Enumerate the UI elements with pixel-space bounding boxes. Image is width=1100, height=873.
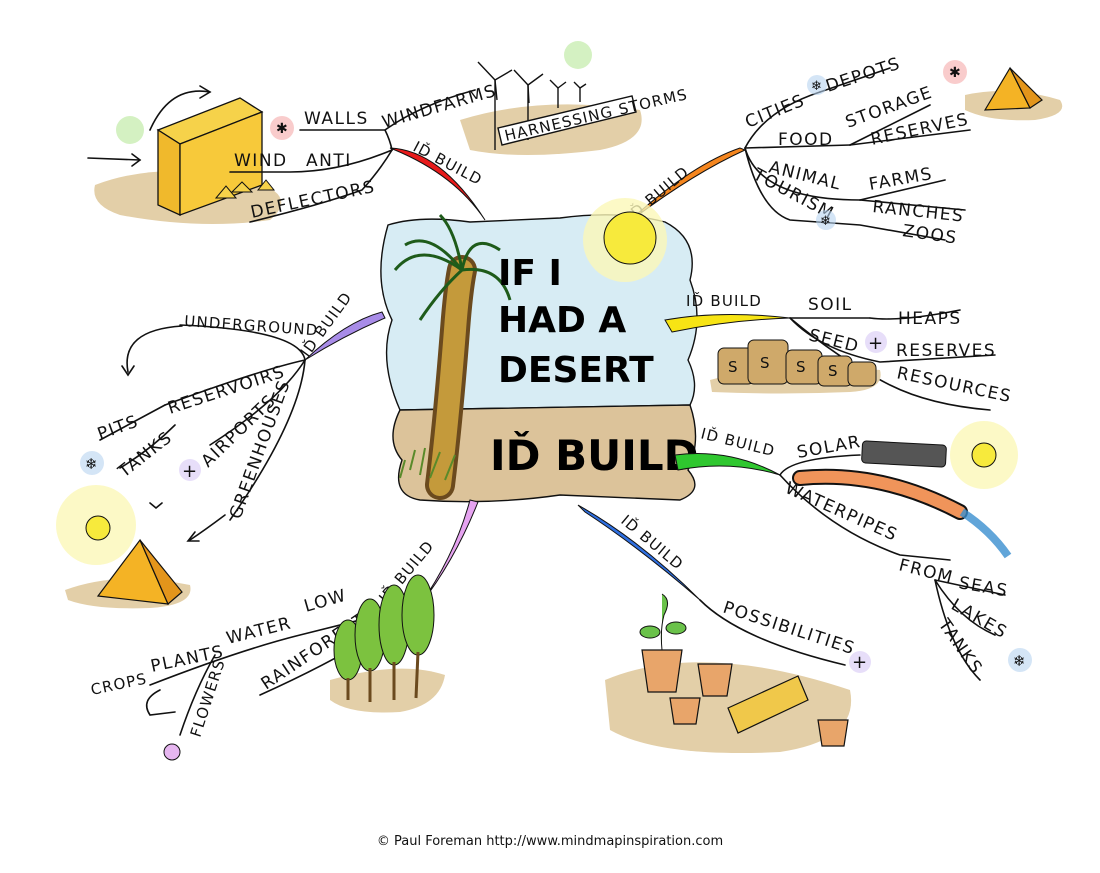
node-pits: PITS	[95, 411, 142, 444]
node-low: LOW	[302, 586, 349, 617]
node-cities: CITIES	[742, 91, 808, 133]
wall-illustration: ✱	[87, 85, 294, 224]
node-zoos: ZOOS	[901, 221, 958, 248]
plus-icon: +	[868, 333, 883, 354]
copyright-credit: © Paul Foreman http://www.mindmapinspira…	[376, 834, 724, 849]
central-title-line-1: IF I	[498, 253, 562, 294]
node-food: FOOD	[778, 130, 834, 150]
waterpipe-illustration	[792, 468, 1012, 559]
node-water: WATER	[224, 613, 293, 649]
branch-walls	[389, 147, 486, 221]
central-subtitle: IĎ BUILD	[490, 430, 698, 480]
node-anti: ANTI	[306, 151, 352, 171]
plus-icon: +	[852, 652, 867, 673]
node-underground: UNDERGROUND	[184, 312, 319, 339]
node-seas: SEAS	[957, 573, 1010, 601]
node-walls: WALLS	[304, 109, 369, 129]
rainforest-illustration	[330, 574, 445, 713]
node-soil: SOIL	[808, 295, 853, 315]
node-reserves-soil: RESERVES	[896, 341, 996, 361]
snowflake-icon: ❄	[85, 455, 98, 473]
bag-label: S	[796, 358, 807, 376]
pyramid-top-right: ✱	[943, 60, 1063, 121]
bag-label: S	[728, 358, 739, 376]
bag-label: S	[760, 354, 771, 372]
node-depots: DEPOTS	[823, 54, 903, 97]
node-resources: RESOURCES	[895, 363, 1014, 407]
seed-bags-illustration: S S S S	[710, 339, 881, 394]
asterisk-icon: ✱	[949, 65, 961, 81]
branch-label-soil: IĎ BUILD	[686, 291, 762, 310]
snowflake-icon: ❄	[811, 79, 822, 94]
flower-icon	[163, 743, 181, 761]
plus-icon: +	[182, 461, 197, 482]
asterisk-icon: ✱	[276, 121, 288, 137]
central-title-line-3: DESERT	[498, 350, 654, 391]
node-solar: SOLAR	[795, 432, 862, 463]
plant-pots-illustration	[605, 593, 852, 754]
snowflake-icon: ❄	[820, 214, 831, 229]
node-wind: WIND	[234, 151, 288, 171]
branch-soil	[664, 313, 791, 333]
snowflake-icon: ❄	[1013, 652, 1026, 670]
central-image: IF I HAD A DESERT IĎ BUILD	[380, 198, 698, 503]
node-crops: CROPS	[89, 669, 149, 699]
bag-label: S	[828, 362, 839, 380]
pyramid-left-illustration	[56, 485, 191, 609]
central-title-line-2: HAD A	[498, 300, 626, 341]
solar-panel-illustration	[861, 421, 1018, 489]
node-heaps: HEAPS	[898, 309, 962, 329]
